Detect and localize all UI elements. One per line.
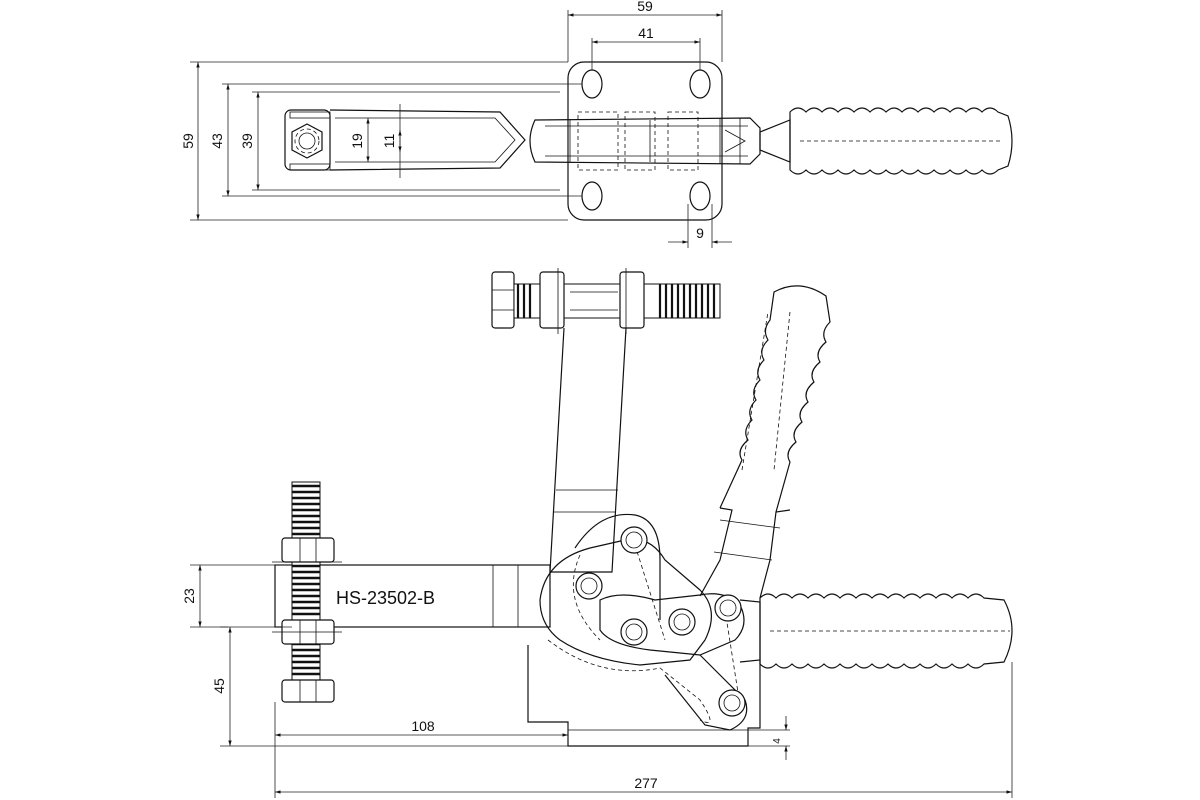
upright-handle [699, 285, 831, 599]
dim-side-45: 45 [211, 678, 227, 694]
dim-top-9: 9 [696, 225, 704, 241]
upper-spindle [491, 268, 721, 334]
dim-top-height-59: 59 [180, 133, 196, 149]
side-dimension-lines [190, 564, 1013, 798]
side-handle-grip [739, 593, 1013, 669]
mounting-holes [581, 69, 711, 211]
dim-top-43: 43 [209, 133, 225, 149]
pivot-pins [575, 526, 746, 717]
clamp-body [527, 513, 761, 747]
raised-arm [549, 327, 627, 573]
dim-top-39: 39 [239, 133, 255, 149]
clamp-arm [274, 564, 551, 628]
lower-spindle [272, 481, 342, 703]
dim-side-108: 108 [411, 718, 435, 734]
dim-side-277: 277 [634, 775, 658, 791]
side-view: HS-23502-B [181, 268, 1013, 798]
dim-top-41: 41 [638, 25, 654, 41]
dim-side-4: 4 [772, 738, 783, 744]
dim-top-59: 59 [637, 0, 653, 14]
dim-top-19: 19 [349, 133, 365, 149]
dim-top-11: 11 [381, 134, 397, 149]
dim-side-23: 23 [181, 588, 197, 604]
top-linkage [529, 111, 761, 171]
top-dimension-lines [190, 10, 732, 248]
base-plate [567, 61, 723, 221]
model-label: HS-23502-B [336, 588, 435, 608]
top-view: 59 41 59 43 39 19 11 9 [180, 0, 1013, 248]
top-arm [284, 109, 526, 171]
top-handle-grip [759, 107, 1013, 175]
